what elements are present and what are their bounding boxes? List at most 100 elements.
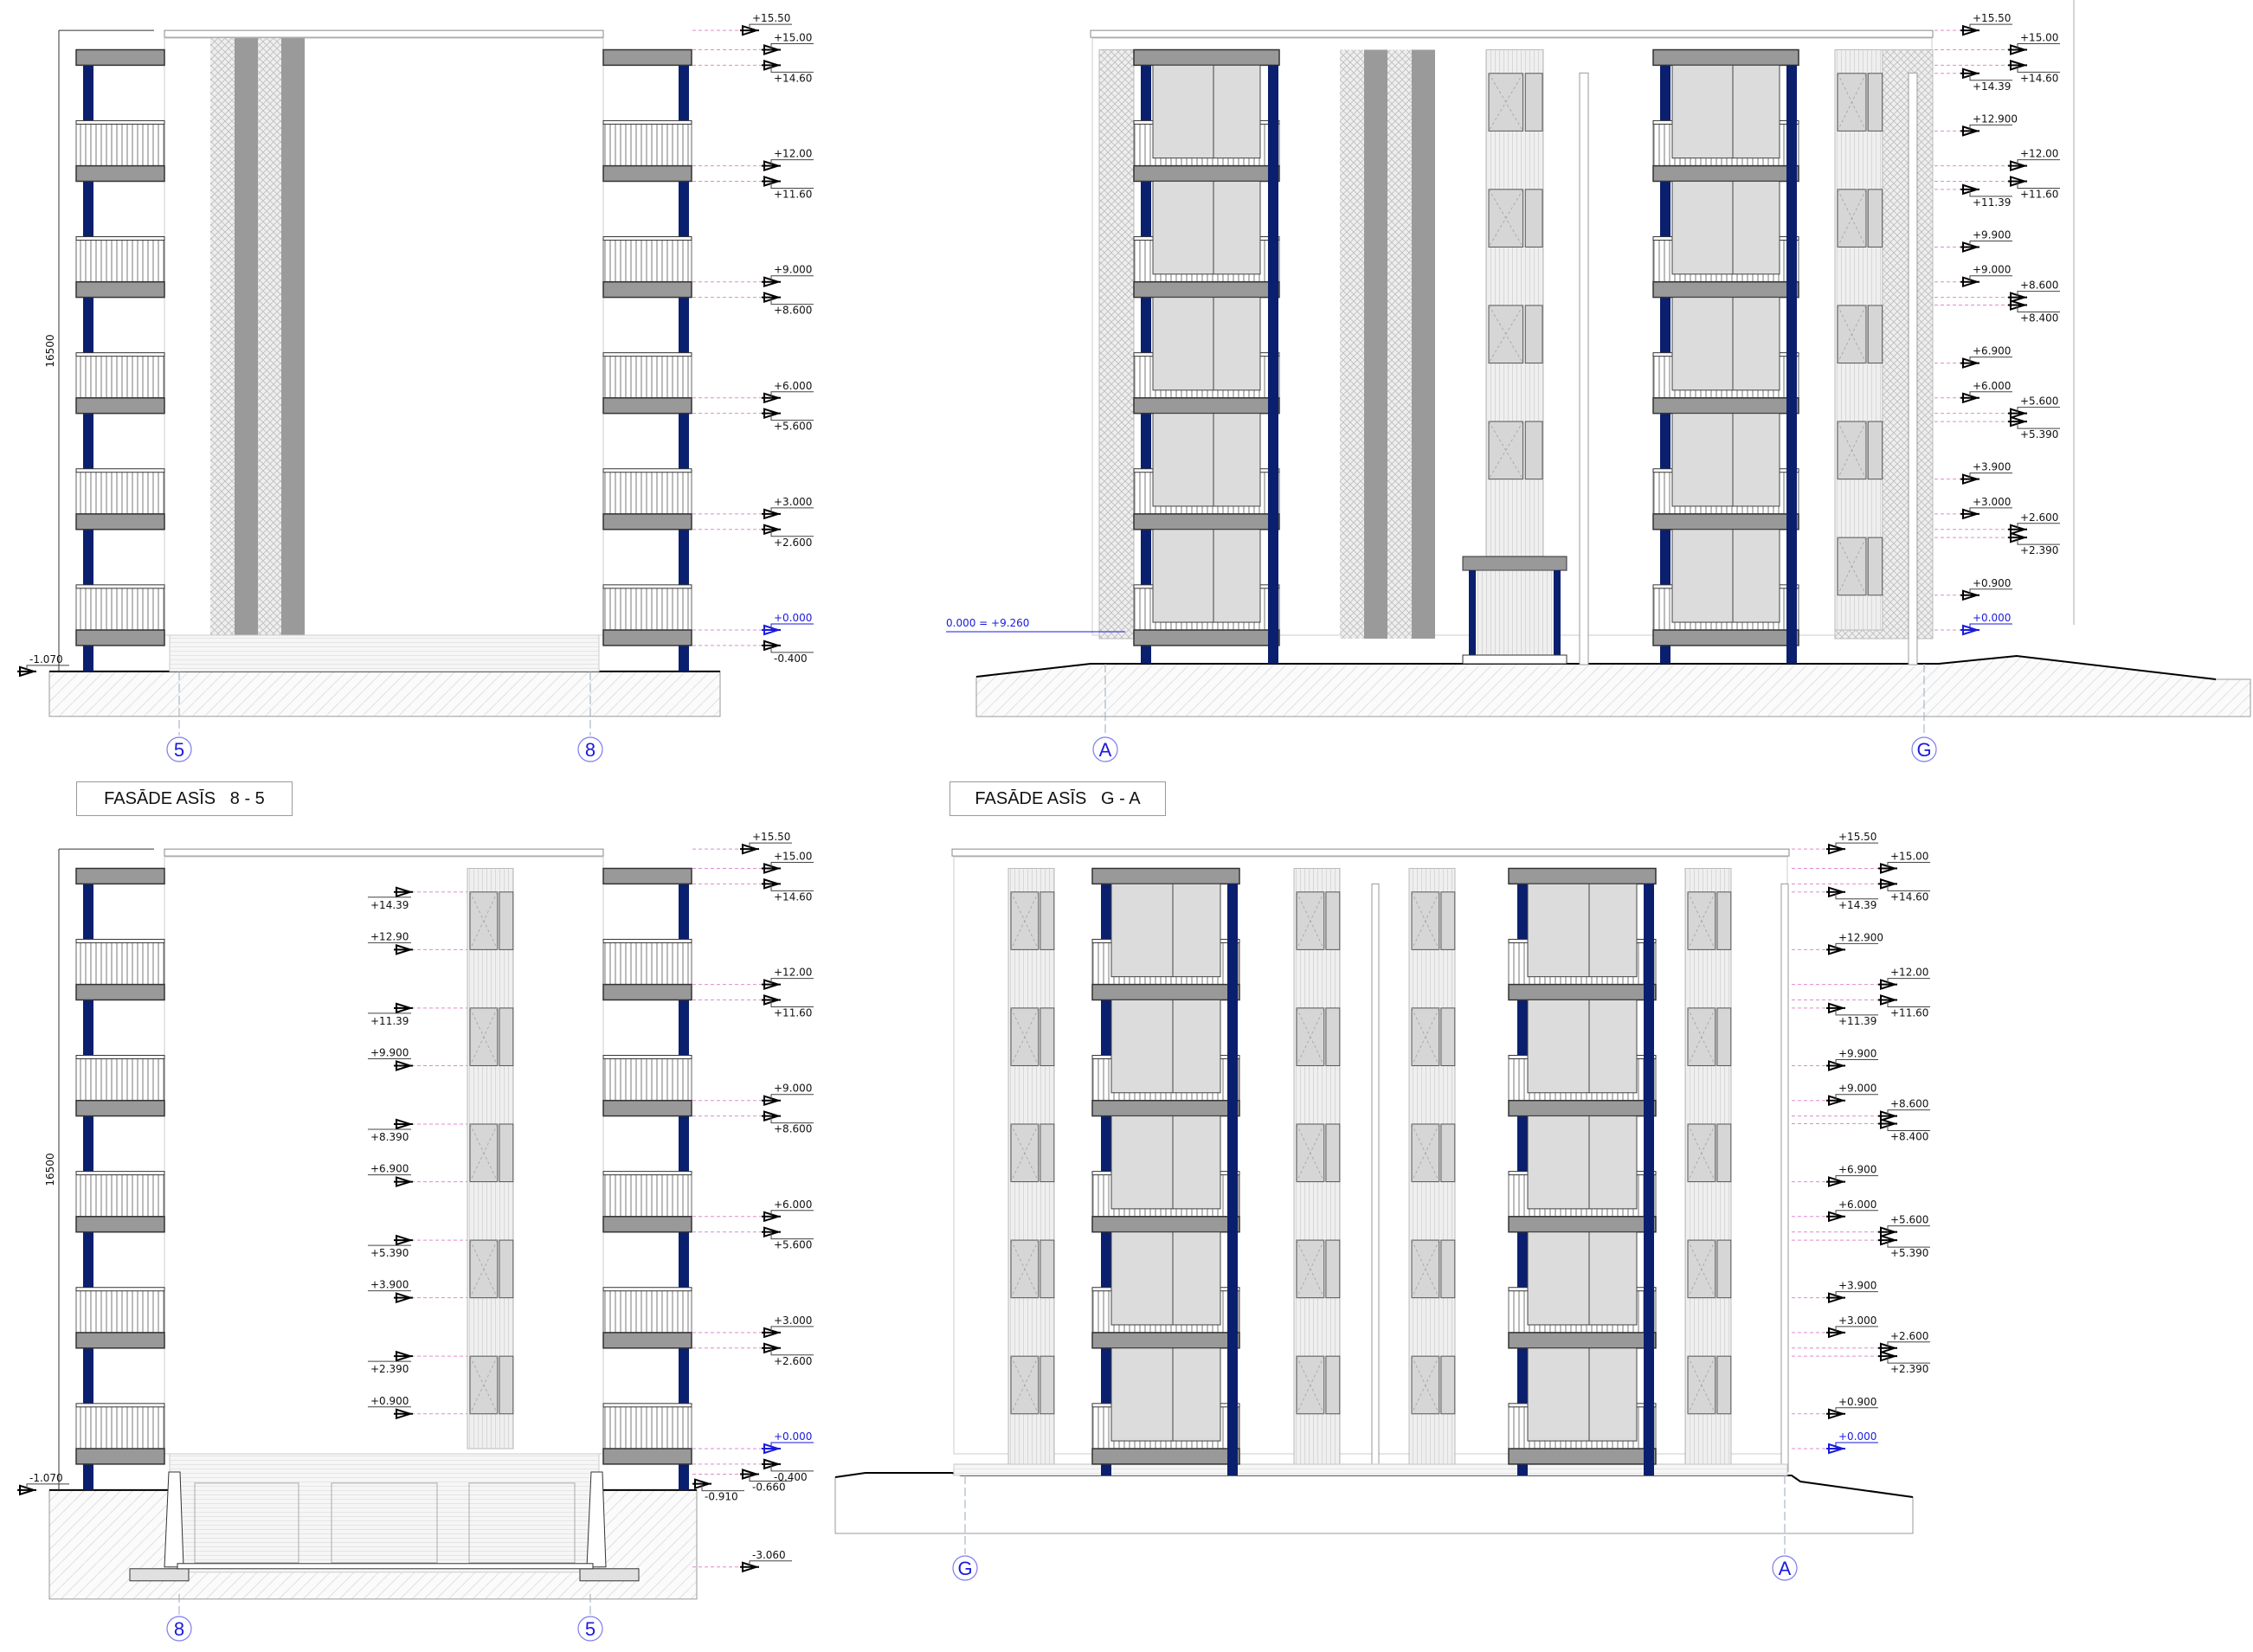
label-leader (1835, 1058, 1878, 1066)
parapet (164, 848, 604, 857)
level-marker-icon (394, 1408, 414, 1420)
footing (579, 1568, 640, 1582)
label-leader (2017, 291, 2060, 298)
label-leader (1887, 862, 1930, 869)
railing-handrail (75, 119, 165, 125)
window-opening-mark (1837, 73, 1867, 132)
window-opening-mark (1411, 1356, 1440, 1414)
tower-window (1040, 1007, 1055, 1066)
balcony-railing (602, 1173, 692, 1218)
level-label: +3.000 (774, 496, 812, 508)
axis-label-A: A (1099, 739, 1112, 761)
level-label: +2.390 (370, 1363, 409, 1375)
balcony-door-window (1671, 180, 1780, 275)
tower-window (1716, 1239, 1732, 1299)
balcony-slab (1091, 867, 1240, 885)
balcony-railing (602, 355, 692, 399)
balcony-slab (602, 48, 692, 67)
level-label: +12.00 (1890, 967, 1928, 979)
balcony-slab (602, 629, 692, 646)
level-label: +11.60 (1890, 1006, 1928, 1019)
balcony-railing (602, 587, 692, 631)
label-leader (1835, 1007, 1878, 1016)
level-label: +12.90 (370, 930, 409, 942)
label-leader (770, 65, 814, 73)
level-label: +9.000 (774, 1083, 812, 1095)
label-leader (749, 842, 792, 850)
level-label: +3.900 (1973, 461, 2011, 473)
balcony-slab (1508, 1332, 1657, 1349)
tower-window (1040, 891, 1055, 950)
label-leader (1835, 891, 1878, 900)
level-label: +3.000 (1838, 1315, 1876, 1327)
label-leader (2017, 65, 2060, 73)
downpipe (1908, 72, 1918, 665)
level-label: +6.900 (1838, 1164, 1876, 1176)
window-opening-mark (1010, 1007, 1040, 1066)
tower-window (1440, 1123, 1456, 1183)
label-leader (1887, 1225, 1930, 1232)
balcony-slab (1091, 983, 1240, 1001)
balcony-door-window (1671, 413, 1780, 507)
parapet (164, 29, 604, 38)
balcony-slab (1133, 164, 1280, 183)
level-label: +8.400 (2020, 312, 2058, 325)
tower-window (1524, 73, 1543, 132)
label-leader (1835, 1210, 1878, 1217)
label-leader (2017, 407, 2060, 414)
balcony-railing (75, 471, 165, 515)
level-label: +2.600 (1890, 1330, 1928, 1342)
window-opening-mark (1837, 189, 1867, 247)
label-leader (770, 623, 814, 630)
level-label: +9.000 (1973, 264, 2011, 276)
label-leader (770, 1442, 814, 1449)
tower-window (1867, 73, 1883, 132)
level-label: +0.000 (774, 612, 812, 624)
label-leader (1969, 357, 2012, 363)
title-facade-8-5: FASĀDE ASĪS 8 - 5 (76, 781, 293, 816)
balcony-railing (75, 941, 165, 986)
level-label: +2.600 (774, 1355, 812, 1367)
balcony-slab (602, 1216, 692, 1233)
balcony-slab (1091, 1099, 1240, 1117)
balcony-slab (602, 867, 692, 885)
label-leader (1969, 73, 2012, 81)
balcony-railing (602, 1289, 692, 1334)
level-marker-icon (394, 1234, 414, 1246)
downpipe (1780, 883, 1789, 1473)
label-leader (770, 645, 814, 653)
downpipe (1371, 883, 1380, 1473)
axis-bubble (166, 736, 192, 762)
parapet (951, 848, 1790, 857)
level-label: -0.400 (774, 1471, 808, 1483)
level-marker-icon (394, 1002, 414, 1014)
label-leader (770, 43, 814, 50)
label-leader (26, 1483, 69, 1490)
window-opening-mark (1488, 421, 1523, 479)
axis-label-5: 5 (585, 1618, 595, 1640)
axis-label-5: 5 (174, 739, 184, 761)
balcony-door-window (1671, 297, 1780, 391)
balcony-slab (1508, 1216, 1657, 1233)
label-leader (701, 1483, 744, 1492)
level-label: +15.50 (1973, 12, 2011, 24)
level-label: +12.00 (774, 148, 812, 160)
garage-door (331, 1482, 438, 1564)
label-leader (770, 1326, 814, 1333)
level-label: +5.390 (2020, 428, 2058, 440)
label-leader (770, 1210, 814, 1217)
railing-handrail (75, 1055, 165, 1060)
balcony-slab (75, 48, 165, 67)
balcony-door-window (1110, 999, 1221, 1094)
zero-level-note: 0.000 = +9.260 (946, 617, 1029, 629)
window-opening-mark (1296, 891, 1325, 950)
level-label: +15.00 (774, 851, 812, 863)
balcony-door-window (1671, 64, 1780, 159)
level-label: +14.60 (774, 72, 812, 84)
balcony-slab (1652, 48, 1799, 67)
tower-window (1440, 1007, 1456, 1066)
window-opening-mark (1687, 891, 1716, 950)
balcony-railing (75, 122, 165, 167)
grey-strip (1412, 49, 1435, 639)
entrance-column (1469, 570, 1476, 664)
